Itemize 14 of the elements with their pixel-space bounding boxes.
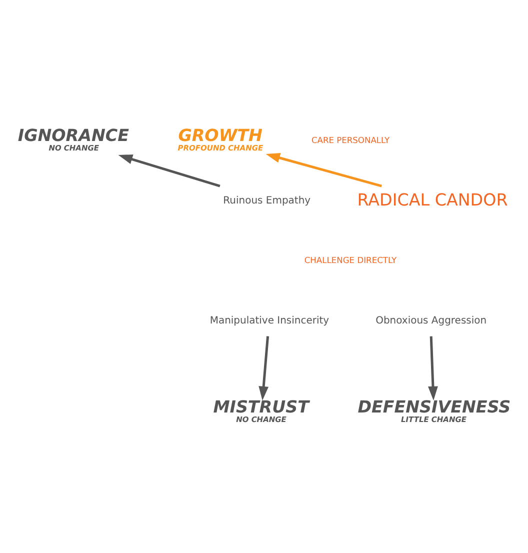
node-text: DEFENSIVENESS LITTLE CHANGE — [358, 398, 511, 424]
node-text: Manipulative Insincerity — [210, 316, 330, 327]
arrow — [428, 336, 438, 401]
node-text: RADICAL CANDOR — [357, 190, 508, 210]
label: CHALLENGE DIRECTLY — [304, 255, 397, 266]
node-text: MISTRUST NO CHANGE — [213, 398, 309, 424]
node-text: Obnoxious Aggression — [376, 316, 487, 327]
node-text: Ruinous Empathy — [223, 196, 311, 207]
arrow — [266, 153, 382, 188]
label: CARE PERSONALLY — [311, 134, 390, 145]
node-text: GROWTH PROFOUND CHANGE — [178, 126, 264, 152]
arrow — [258, 336, 270, 401]
arrow — [118, 154, 220, 188]
node-text: IGNORANCE NO CHANGE — [18, 126, 130, 152]
